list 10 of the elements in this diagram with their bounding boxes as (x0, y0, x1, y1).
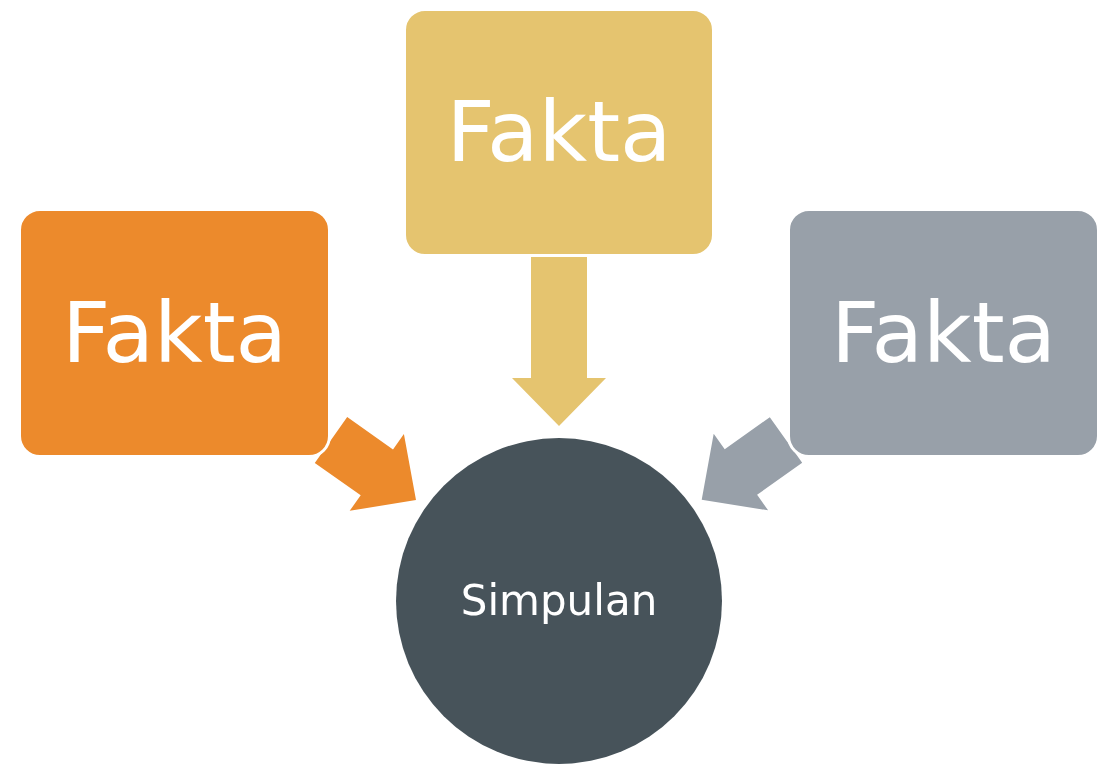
node-label: Simpulan (460, 577, 658, 625)
node-label: Fakta (446, 86, 672, 179)
block-arrow (314, 417, 416, 511)
fact-box (787, 208, 1100, 458)
node-label: Fakta (830, 286, 1057, 380)
node-label: Fakta (61, 286, 288, 380)
fact-box (403, 8, 715, 257)
block-arrow (701, 417, 803, 511)
block-arrow (512, 257, 606, 426)
fact-box (18, 208, 331, 458)
